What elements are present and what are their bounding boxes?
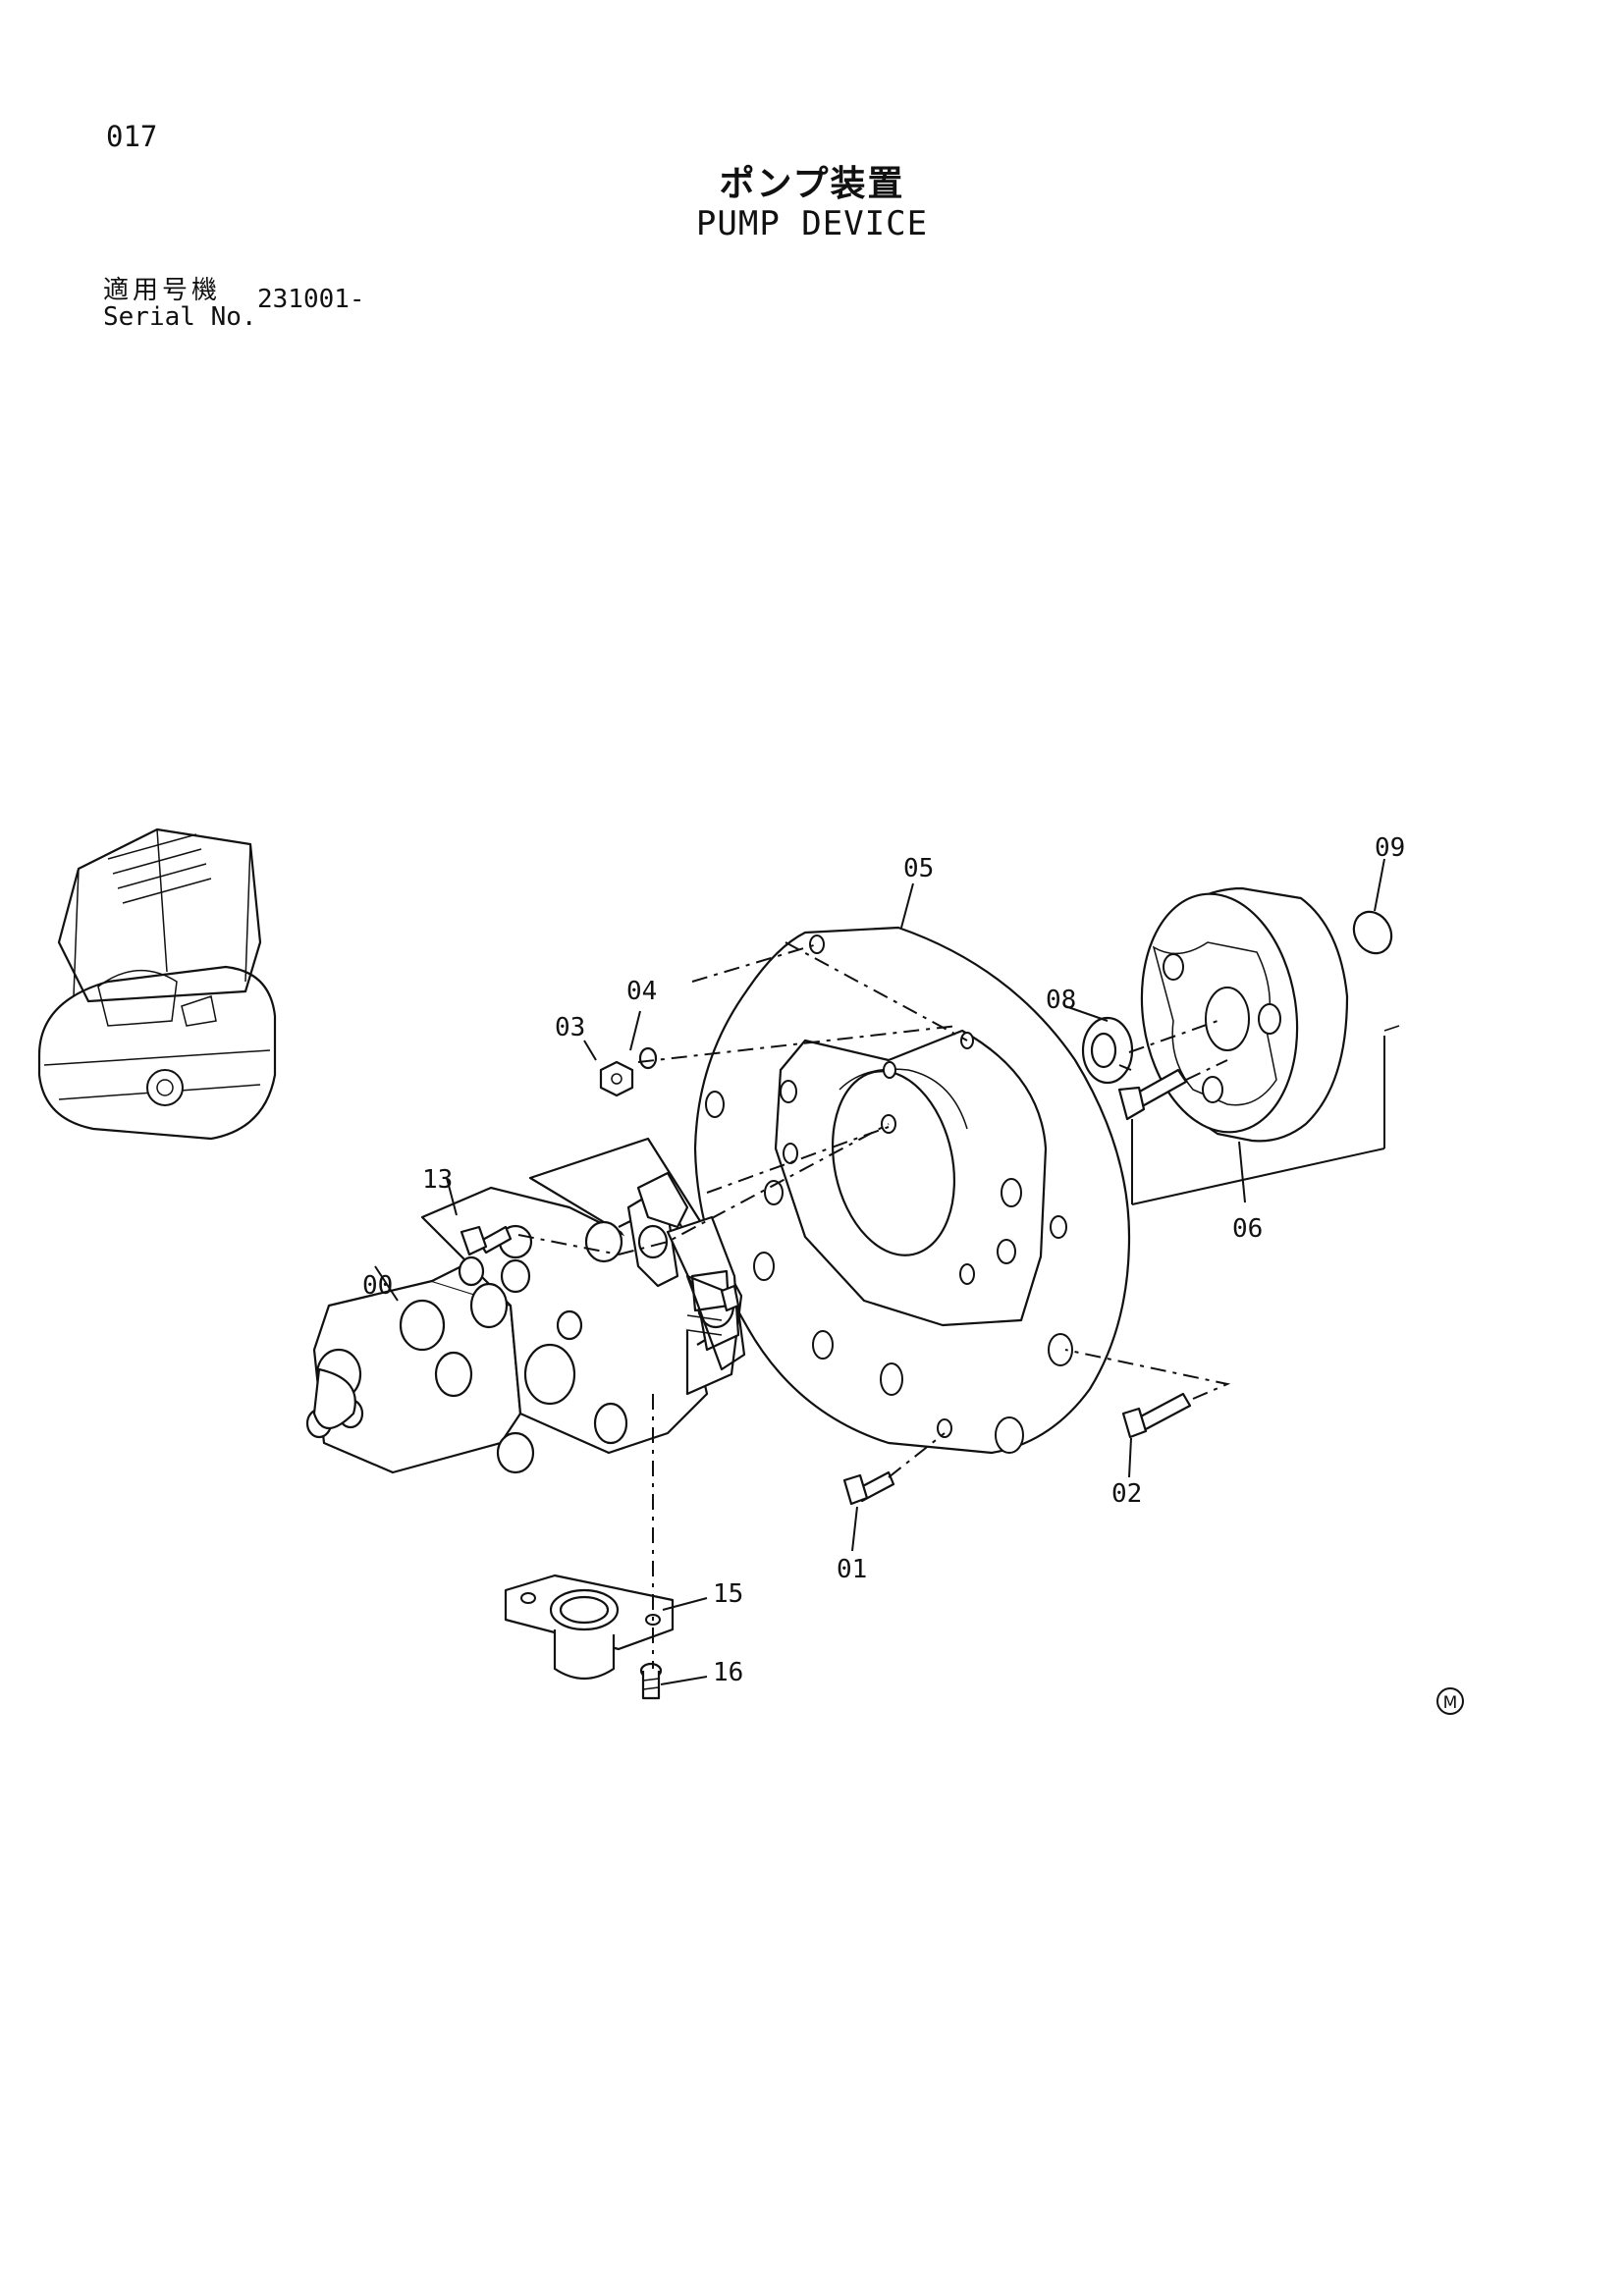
part-02-bolt (1121, 1392, 1192, 1439)
page-title-japanese: ポンプ装置 (719, 164, 905, 204)
callout-06: 06 (1232, 1214, 1263, 1244)
assembly-lines (517, 941, 1231, 1669)
part-09-plug (1352, 910, 1400, 1032)
callout-02: 02 (1111, 1479, 1142, 1509)
callout-03: 03 (555, 1013, 585, 1042)
callout-13: 13 (422, 1165, 453, 1195)
callout-15: 15 (713, 1579, 743, 1609)
part-00-pump-assembly (305, 1137, 746, 1474)
part-05-flange-housing (693, 926, 1131, 1455)
part-13-bolt (460, 1225, 513, 1256)
part-04-washer (638, 1046, 658, 1070)
excavator-thumbnail (37, 828, 277, 1141)
model-mark: M (1436, 1687, 1464, 1715)
serial-label-japanese: 適用号機 (103, 276, 222, 305)
part-15-flange-plate (504, 1574, 675, 1680)
page-number: 017 (106, 120, 158, 153)
model-mark-letter: M (1443, 1693, 1458, 1713)
part-06-bolt (1117, 1068, 1188, 1121)
part-03-nut (599, 1060, 634, 1097)
part-16-bolt (639, 1662, 663, 1700)
callout-01: 01 (837, 1555, 867, 1584)
part-06-coupling (1140, 886, 1349, 1143)
callout-08: 08 (1046, 986, 1076, 1015)
page-title-english: PUMP DEVICE (695, 204, 929, 243)
callout-05: 05 (903, 854, 934, 883)
serial-number-value: 231001- (257, 285, 365, 314)
part-01-bolt (842, 1470, 895, 1506)
callout-04: 04 (626, 977, 657, 1006)
leader-lines (374, 858, 1385, 1685)
callout-00: 00 (362, 1271, 393, 1301)
serial-label-english: Serial No. (103, 302, 257, 332)
part-08-bearing (1081, 1016, 1134, 1085)
callout-09: 09 (1375, 833, 1405, 863)
callout-16: 16 (713, 1658, 743, 1687)
